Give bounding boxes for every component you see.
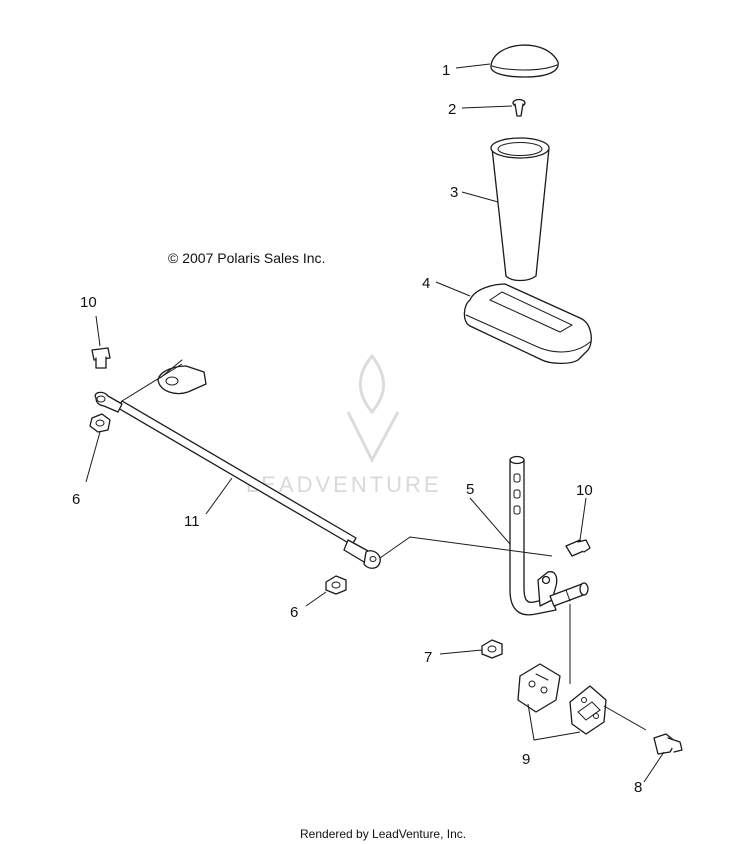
callout-bolt-right: 10 [576, 482, 593, 499]
copyright-text: © 2007 Polaris Sales Inc. [168, 250, 325, 266]
flame-logo-icon [358, 353, 386, 415]
boot-seal [463, 283, 592, 365]
callout-bolt-left: 10 [80, 294, 97, 311]
bushing-half-right [569, 685, 607, 735]
knob-cap [490, 44, 559, 78]
callout-nut-lever: 7 [424, 649, 432, 666]
callout-screw: 2 [448, 101, 456, 118]
assembly-lines [121, 363, 571, 684]
leader-lines [85, 63, 665, 783]
nut-lever [481, 639, 503, 659]
chevron-logo-icon [346, 411, 400, 464]
nut-left [89, 413, 111, 433]
callout-knob: 1 [442, 62, 450, 79]
bolt-left [91, 347, 111, 369]
shift-lever [509, 455, 589, 616]
bolt-right [565, 539, 591, 557]
callout-nut-left: 6 [72, 491, 80, 508]
callout-bolt-bottom: 8 [634, 779, 642, 796]
nut-center [325, 575, 347, 595]
callout-shift-boot: 3 [450, 184, 458, 201]
shift-boot [490, 137, 550, 282]
footer-text: Rendered by LeadVenture, Inc. [300, 827, 466, 841]
bolt-bottom [653, 733, 683, 755]
callout-nut-center: 6 [290, 604, 298, 621]
callouts: 1 2 3 4 10 6 11 5 10 6 7 9 8 [72, 62, 642, 796]
callout-shift-lever: 5 [466, 481, 474, 498]
callout-linkage-rod: 11 [184, 513, 200, 530]
callout-boot-seal: 4 [422, 275, 430, 292]
linkage-mount-bracket [157, 359, 207, 395]
linkage-rod [94, 391, 381, 569]
screw [512, 98, 526, 117]
callout-bushing-halves: 9 [522, 751, 530, 768]
leadventure-watermark: LEADVENTURE [246, 353, 439, 497]
bushing-half-left [517, 663, 561, 713]
